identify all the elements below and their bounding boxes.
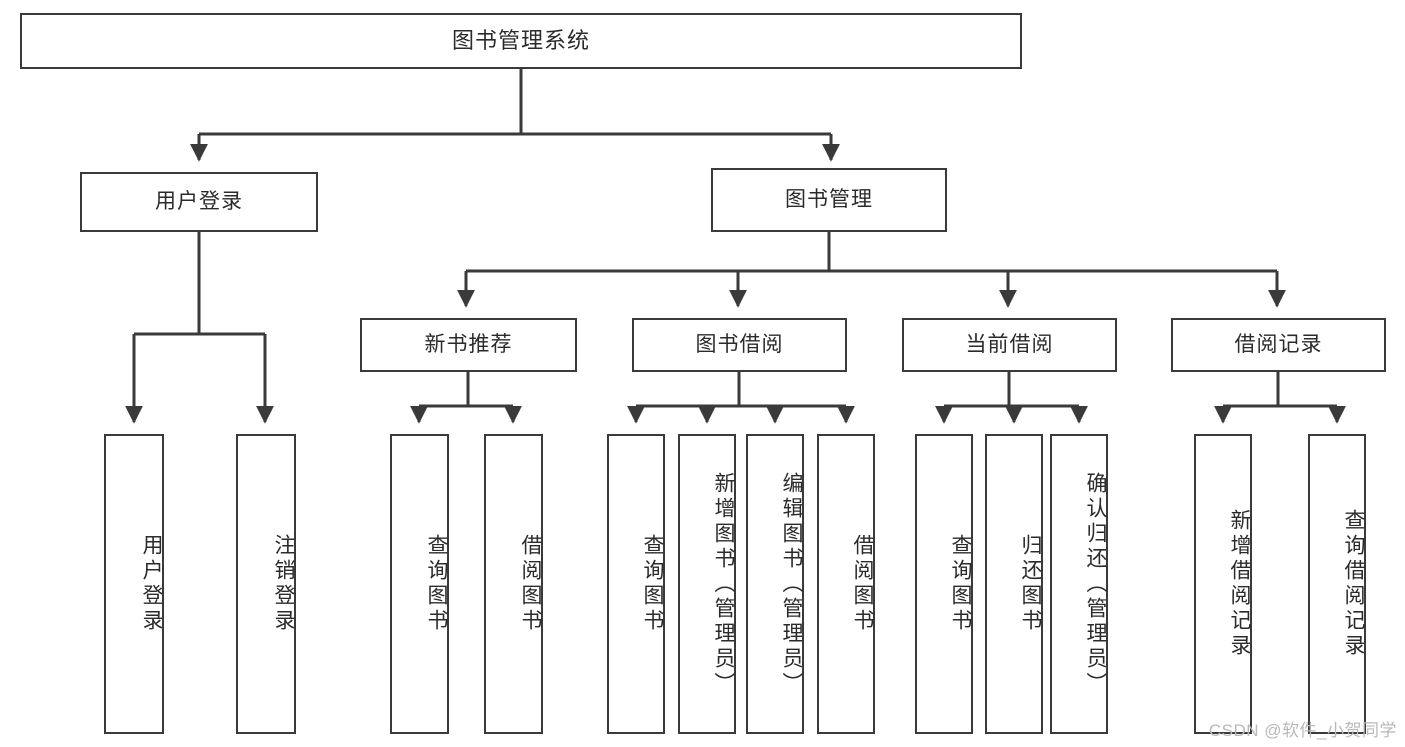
leaf-add-record-label: 新增借阅记录 — [1228, 509, 1251, 659]
leaf-borrow-book-1[interactable]: 借阅图书 — [484, 434, 543, 734]
leaf-user-login-label: 用户登录 — [140, 534, 163, 634]
node-borrow-record-label: 借阅记录 — [1234, 333, 1323, 357]
node-book-manage-label: 图书管理 — [785, 188, 873, 212]
node-borrow-record[interactable]: 借阅记录 — [1171, 318, 1386, 372]
leaf-borrow-book-2[interactable]: 借阅图书 — [817, 434, 875, 734]
node-book-borrow-label: 图书借阅 — [695, 333, 784, 357]
node-current-borrow[interactable]: 当前借阅 — [902, 318, 1117, 372]
leaf-query-book-2-label: 查询图书 — [641, 534, 664, 634]
leaf-add-book-label: 新增图书（管理员） — [712, 471, 735, 697]
node-new-book-rec[interactable]: 新书推荐 — [360, 318, 577, 372]
node-book-manage[interactable]: 图书管理 — [711, 168, 947, 232]
leaf-query-book-1[interactable]: 查询图书 — [390, 434, 449, 734]
node-user-login-label: 用户登录 — [155, 190, 243, 214]
leaf-query-record-label: 查询借阅记录 — [1342, 509, 1365, 659]
leaf-confirm-return-label: 确认归还（管理员） — [1084, 471, 1107, 697]
leaf-query-record[interactable]: 查询借阅记录 — [1308, 434, 1366, 734]
watermark: CSDN @软件_小贺同学 — [1208, 721, 1397, 740]
leaf-user-login[interactable]: 用户登录 — [104, 434, 164, 734]
leaf-query-book-1-label: 查询图书 — [425, 534, 448, 634]
node-new-book-rec-label: 新书推荐 — [424, 333, 513, 357]
leaf-edit-book[interactable]: 编辑图书（管理员） — [746, 434, 804, 734]
leaf-query-book-2[interactable]: 查询图书 — [607, 434, 665, 734]
leaf-add-record[interactable]: 新增借阅记录 — [1194, 434, 1252, 734]
node-user-login[interactable]: 用户登录 — [80, 172, 318, 232]
node-current-borrow-label: 当前借阅 — [965, 333, 1054, 357]
node-root-label: 图书管理系统 — [451, 27, 590, 53]
leaf-logout-login[interactable]: 注销登录 — [236, 434, 296, 734]
node-root[interactable]: 图书管理系统 — [20, 13, 1022, 69]
leaf-borrow-book-2-label: 借阅图书 — [851, 534, 874, 634]
leaf-query-book-3-label: 查询图书 — [949, 534, 972, 634]
leaf-return-book-label: 归还图书 — [1019, 534, 1042, 634]
leaf-query-book-3[interactable]: 查询图书 — [915, 434, 973, 734]
leaf-confirm-return[interactable]: 确认归还（管理员） — [1050, 434, 1108, 734]
leaf-edit-book-label: 编辑图书（管理员） — [780, 471, 803, 697]
node-book-borrow[interactable]: 图书借阅 — [632, 318, 847, 372]
leaf-add-book[interactable]: 新增图书（管理员） — [678, 434, 736, 734]
leaf-borrow-book-1-label: 借阅图书 — [519, 534, 542, 634]
leaf-return-book[interactable]: 归还图书 — [985, 434, 1043, 734]
leaf-logout-login-label: 注销登录 — [272, 534, 295, 634]
